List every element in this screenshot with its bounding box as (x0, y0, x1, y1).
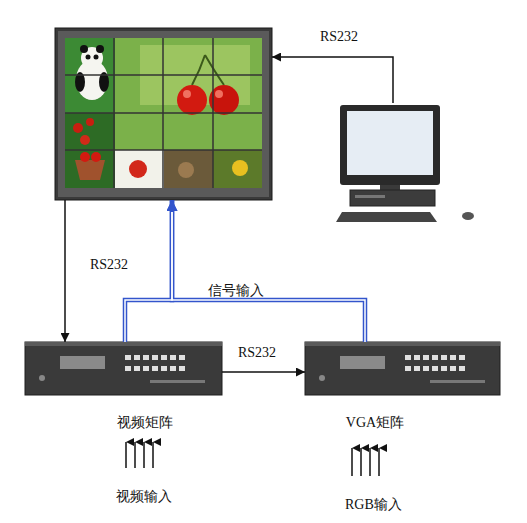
matrix-device-art (305, 342, 500, 395)
edge-label: RS232 (90, 257, 128, 273)
input-arrows (126, 442, 379, 476)
rs232-line (64, 200, 66, 342)
signal-line-core (125, 212, 172, 342)
signal-line (125, 200, 172, 342)
signal-line-core (172, 212, 365, 342)
video-matrix: 视频矩阵 (25, 342, 222, 395)
input-label: 视频输入 (116, 489, 172, 505)
signal-line (172, 200, 365, 342)
input-label: RGB输入 (345, 497, 402, 513)
video-wall (55, 28, 272, 200)
video-wall-art (55, 28, 272, 200)
device-name: VGA矩阵 (315, 414, 435, 432)
matrix-device-art (25, 342, 222, 395)
device-name: 视频矩阵 (85, 414, 205, 432)
edge-label: RS232 (320, 29, 358, 45)
vga-matrix: VGA矩阵 (305, 342, 500, 395)
rs232-line (272, 57, 393, 103)
edge-label: RS232 (238, 345, 276, 361)
computer-art (336, 105, 474, 222)
computer (338, 103, 442, 225)
edge-label: 信号输入 (208, 283, 264, 299)
rs232-line (222, 371, 305, 373)
